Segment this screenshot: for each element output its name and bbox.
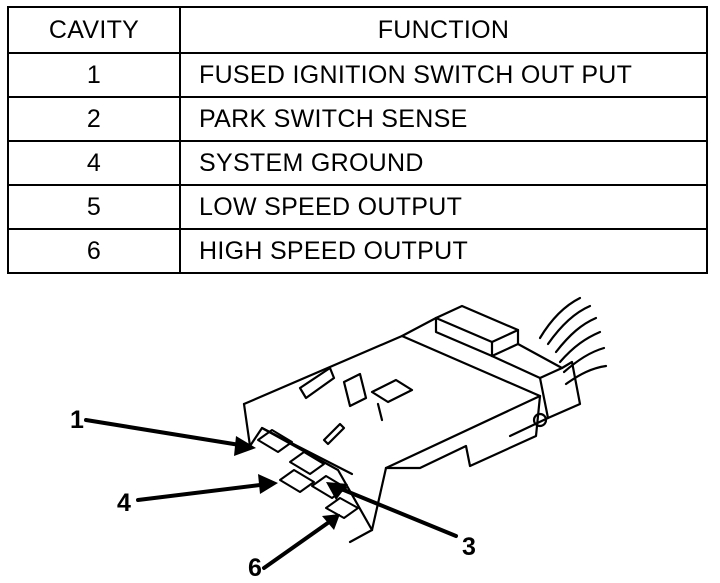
cavity-cell: 5 (7, 184, 181, 230)
header-cavity: CAVITY (7, 6, 181, 54)
callout-cavity-3: 3 (462, 533, 476, 561)
callout-cavity-4: 4 (117, 489, 131, 517)
table-row: 1 FUSED IGNITION SWITCH OUT PUT (7, 52, 708, 98)
callout-cavity-6: 6 (248, 554, 262, 582)
function-cell: PARK SWITCH SENSE (179, 96, 708, 142)
leader-arrows (84, 418, 458, 570)
table-header-row: CAVITY FUNCTION (7, 6, 708, 54)
cavity-cell: 4 (7, 140, 181, 186)
connector-drawing (84, 296, 608, 570)
connector-body (242, 334, 542, 544)
function-cell: HIGH SPEED OUTPUT (179, 228, 708, 274)
function-cell: FUSED IGNITION SWITCH OUT PUT (179, 52, 708, 98)
table-row: 5 LOW SPEED OUTPUT (7, 184, 708, 230)
cavity-cell: 6 (7, 228, 181, 274)
header-function: FUNCTION (179, 6, 708, 54)
function-cell: LOW SPEED OUTPUT (179, 184, 708, 230)
table-row: 6 HIGH SPEED OUTPUT (7, 228, 708, 274)
cavity-cell: 2 (7, 96, 181, 142)
terminal-cavities (257, 429, 359, 519)
arrowheads (234, 436, 348, 530)
callout-cavity-1: 1 (70, 406, 84, 434)
cavity-cell: 1 (7, 52, 181, 98)
function-cell: SYSTEM GROUND (179, 140, 708, 186)
table-row: 4 SYSTEM GROUND (7, 140, 708, 186)
cavity-function-table: CAVITY FUNCTION 1 FUSED IGNITION SWITCH … (7, 6, 708, 274)
wire-bundle (538, 296, 608, 386)
table-row: 2 PARK SWITCH SENSE (7, 96, 708, 142)
connector-rear-housing (400, 304, 582, 438)
